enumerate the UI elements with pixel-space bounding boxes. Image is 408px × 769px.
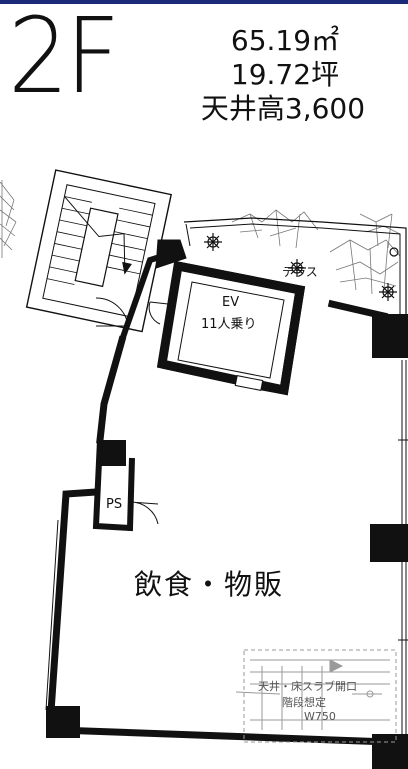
- elevator-shaft: EV 11人乗り: [156, 260, 306, 396]
- tree-terrace-1-icon: [231, 209, 319, 249]
- main-use-label: 飲食・物販: [134, 568, 284, 601]
- elevator-capacity: 11人乗り: [201, 317, 257, 332]
- stair-door: [95, 297, 169, 327]
- header-accent-bar: [0, 0, 408, 4]
- left-window-wall: [45, 519, 63, 711]
- floor-area-tsubo: 19.72坪: [230, 58, 340, 91]
- columns: [46, 314, 408, 769]
- tree-left-icon: [0, 180, 17, 258]
- slab-opening: [235, 649, 397, 743]
- tree-terrace-2-icon: [329, 239, 401, 295]
- ps-label: PS: [106, 497, 122, 512]
- slab-opening-text: 天井・床スラブ開口 階段想定 W750: [258, 679, 357, 723]
- ceiling-height: 天井高3,600: [200, 92, 366, 125]
- floor-number: 2F: [8, 0, 120, 117]
- elevator-label: EV: [222, 295, 239, 310]
- ps-shaft: PS: [92, 439, 159, 532]
- floor-area-m2: 65.19㎡: [230, 24, 340, 57]
- stair-core: [25, 169, 173, 333]
- opening-line2: 階段想定: [282, 695, 326, 709]
- plant-marker-icon: [204, 233, 399, 301]
- terrace-label: テラス: [282, 265, 318, 279]
- opening-line1: 天井・床スラブ開口: [258, 679, 357, 693]
- opening-line3: W750: [304, 710, 336, 723]
